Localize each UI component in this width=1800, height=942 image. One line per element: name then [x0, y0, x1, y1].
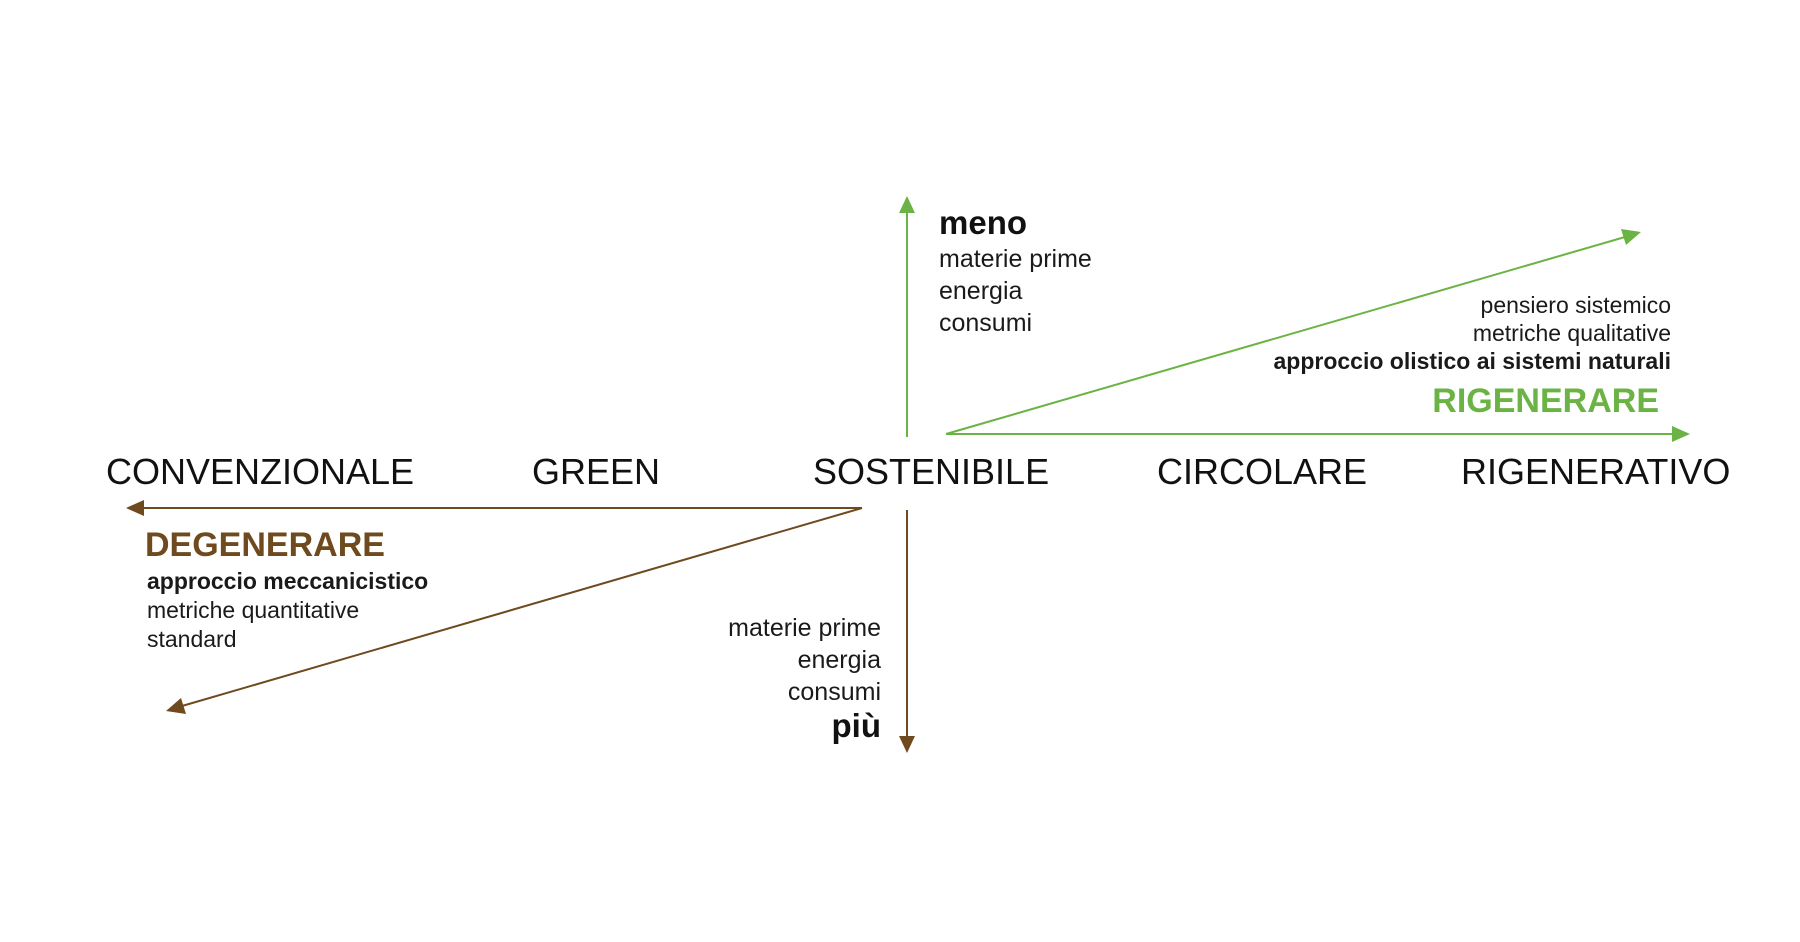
degenerare-line-metriche: metriche quantitative: [147, 597, 360, 623]
degenerare-line-approccio: approccio meccanicistico: [147, 568, 429, 594]
piu-line-energia: energia: [797, 646, 881, 674]
rigenerare-line-metriche: metriche qualitative: [1472, 320, 1671, 346]
green-arrows: [899, 196, 1690, 442]
meno-line-materie: materie prime: [939, 245, 1092, 273]
piu-line-consumi: consumi: [787, 678, 881, 706]
down-arrow-head: [899, 736, 915, 753]
piu-title: più: [831, 707, 881, 744]
piu-block: materie prime energia consumi più: [728, 614, 881, 744]
rigenerativo-arrow-head: [1672, 426, 1690, 442]
meno-line-energia: energia: [939, 277, 1023, 305]
piu-line-materie: materie prime: [728, 614, 881, 642]
degenerare-line-standard: standard: [147, 626, 237, 652]
meno-line-consumi: consumi: [939, 309, 1033, 337]
degenerare-diagonal-line: [181, 507, 863, 707]
stage-label-sostenibile: SOSTENIBILE: [813, 451, 1050, 492]
rigenerare-line-approccio: approccio olistico ai sistemi naturali: [1273, 348, 1671, 374]
rigenerare-diagonal-line: [945, 236, 1626, 435]
rigenerare-title: RIGENERARE: [1432, 382, 1659, 420]
rigenerare-block: pensiero sistemico metriche qualitative …: [1273, 294, 1671, 373]
stage-label-convenzionale: CONVENZIONALE: [106, 451, 415, 492]
up-arrow-head: [899, 196, 915, 213]
meno-block: meno materie prime energia consumi: [939, 206, 1092, 336]
stage-label-rigenerativo: RIGENERATIVO: [1461, 451, 1731, 492]
brown-arrows: [126, 500, 915, 753]
meno-title: meno: [939, 204, 1028, 241]
stage-label-circolare: CIRCOLARE: [1157, 451, 1368, 492]
convenzionale-arrow-head: [126, 500, 144, 516]
degenerare-block: approccio meccanicistico metriche quanti…: [147, 570, 428, 651]
rigenerare-diagonal-head: [1621, 229, 1641, 245]
degenerare-title: DEGENERARE: [145, 526, 385, 564]
degenerare-diagonal-head: [166, 698, 186, 714]
rigenerare-line-pensiero: pensiero sistemico: [1480, 292, 1671, 318]
stage-label-green: GREEN: [532, 451, 661, 492]
